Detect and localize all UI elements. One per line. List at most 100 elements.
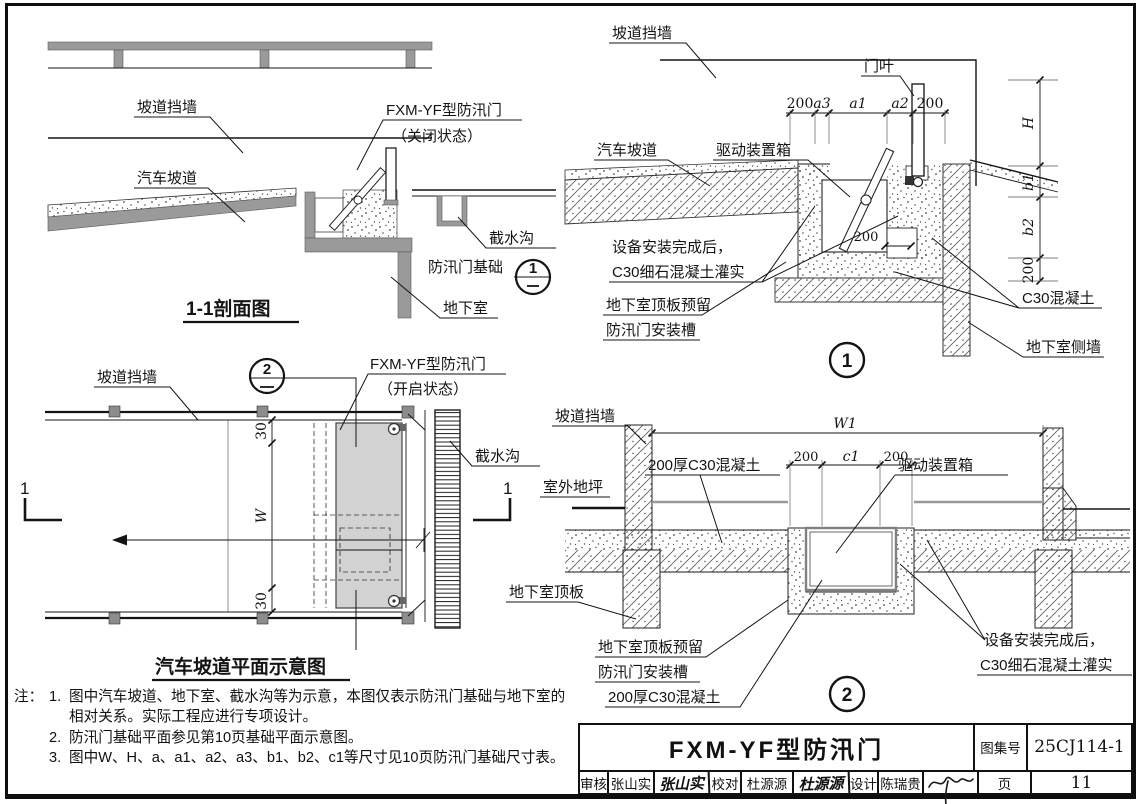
closed-gate-leaf (385, 147, 397, 203)
section-1-1-drawing: 坡道挡墙 汽车坡道 FXM-YF型防汛门 （关闭状态） 截水沟 防汛门基础 1 … (47, 41, 556, 324)
section-mark-right: 1 (503, 479, 512, 498)
detail-1-geometry (564, 59, 1059, 357)
note-number: 2. (49, 729, 62, 746)
proofreader-name: 杜源源 (742, 771, 794, 795)
detail-1-dimensions: 200 a3 a1 a2 200 H b1 b2 200 200 (785, 75, 1058, 286)
section-labels: 坡道挡墙 汽车坡道 FXM-YF型防汛门 （关闭状态） 截水沟 防汛门基础 1 … (134, 99, 556, 324)
basement-wall (397, 251, 412, 319)
label-gate-2: （开启状态） (378, 381, 468, 398)
dim-right-200: 200 (1021, 257, 1037, 284)
dim-top-a1: a1 (849, 96, 866, 112)
plan-geometry (45, 405, 461, 629)
leader-car-ramp (134, 187, 246, 223)
direction-arrow (112, 534, 127, 546)
label-fill-1: 设备安装完成后， (984, 632, 1104, 649)
dim-right-b1: b1 (1021, 173, 1037, 191)
label-gate-2: （关闭状态） (392, 128, 482, 145)
title-block-row-1: FXM-YF型防汛门 图集号 25CJ114-1 (580, 725, 1131, 772)
section-title: 1-1剖面图 (186, 297, 270, 320)
label-fill-2: C30细石混凝土灌实 (980, 657, 1113, 674)
leader-basement (390, 276, 498, 319)
title-block-row-2: 审核 张山实 张山实 校对 杜源源 杜源源 设计 陈瑞贵 页 11 (580, 770, 1131, 804)
detail-ref-number: 1 (529, 260, 537, 277)
proofreader-signature: 杜源源 (793, 770, 851, 796)
label-slot-2: 防汛门安装槽 (606, 322, 696, 339)
label-drive-box: 驱动装置箱 (898, 457, 973, 474)
dim-right-H: H (1021, 116, 1037, 130)
label-roof-slab: 地下室顶板 (509, 583, 584, 601)
right-pier (1034, 549, 1073, 629)
title-block: FXM-YF型防汛门 图集号 25CJ114-1 审核 张山实 张山实 校对 杜… (578, 723, 1133, 804)
plan-dimensions: 30 W 30 (254, 415, 277, 617)
reviewer-signature: 张山实 (654, 770, 711, 796)
label-gate-1: FXM-YF型防汛门 (370, 356, 486, 373)
detail-1-bubble (828, 341, 866, 379)
label-ramp-wall: 坡道挡墙 (555, 408, 615, 425)
label-car-ramp: 汽车坡道 (137, 170, 197, 187)
door-leaf (911, 83, 925, 177)
label-fill-2: C30细石混凝土灌实 (612, 264, 745, 281)
label-ditch: 截水沟 (489, 230, 534, 247)
label-door-leaf: 门叶 (864, 58, 894, 75)
basement-side-wall (942, 163, 971, 357)
page-number: 11 (1070, 773, 1093, 793)
note-number: 3. (49, 750, 62, 767)
detail-2-bubble (828, 675, 866, 713)
basement-roof-slab (774, 277, 944, 303)
dim-inner-200: 200 (854, 230, 879, 245)
plan-drawing: 30 W 30 坡道挡墙 2 FXM-YF型防汛门 （开启状态） 截水沟 1 1… (20, 356, 540, 682)
leader-ditch (457, 216, 556, 249)
label-slot-1: 地下室顶板预留 (598, 638, 703, 656)
note-item: 2. 防汛门基础平面参见第10页基础平面示意图。 (49, 728, 568, 748)
detail-2-number: 2 (842, 685, 853, 706)
label-gate-1: FXM-YF型防汛门 (386, 102, 502, 119)
leader-gate (356, 119, 522, 171)
detail-1-drawing: 200 a3 a1 a2 200 H b1 b2 200 200 (564, 25, 1104, 379)
dim-c1: c1 (843, 449, 860, 465)
page-label: 页 (979, 771, 1032, 795)
section-mark-left-bracket (23, 498, 62, 522)
detail-2-dimensions: W1 200 c1 200 (647, 416, 1048, 526)
label-ramp-wall: 坡道挡墙 (137, 99, 197, 116)
label-c30: C30混凝土 (1022, 290, 1095, 307)
dim-W: W (254, 507, 270, 523)
atlas-number: 25CJ114-1 (1034, 737, 1125, 758)
plan-labels: 坡道挡墙 2 FXM-YF型防汛门 （开启状态） 截水沟 1 1 汽车坡道平面示… (20, 356, 540, 682)
drive-box (804, 526, 898, 592)
dim-top-200r: 200 (917, 96, 944, 112)
label-basement: 地下室 (443, 300, 488, 317)
designer-signature-scribble (927, 776, 974, 804)
open-gate-leaf (335, 422, 403, 609)
label-ramp-wall: 坡道挡墙 (612, 25, 672, 42)
label-outdoor-ground: 室外地坪 (543, 479, 603, 496)
dim-top-a3: a3 (813, 96, 830, 112)
ramp-wall-beam (47, 41, 433, 51)
note-text: 图中汽车坡道、地下室、截水沟等为示意，本图仅表示防汛门基础与地下室的相对关系。实… (69, 689, 566, 726)
notes-list: 1. 图中汽车坡道、地下室、截水沟等为示意，本图仅表示防汛门基础与地下室的相对关… (49, 687, 568, 769)
section-mark-right-bracket (473, 498, 512, 522)
dim-right-b2: b2 (1021, 218, 1037, 236)
detail-1-number: 1 (842, 351, 853, 372)
label-base-concrete: 200厚C30混凝土 (608, 689, 721, 706)
note-number: 1. (49, 689, 62, 705)
dim-200-right: 200 (884, 450, 909, 465)
atlas-number-label: 图集号 (975, 725, 1028, 770)
design-label: 设计 (850, 771, 879, 795)
dim-200-left: 200 (794, 450, 819, 465)
label-slot-1: 地下室顶板预留 (606, 296, 711, 314)
detail-1-labels: 坡道挡墙 门叶 汽车坡道 驱动装置箱 设备安装完成后， C30细石混凝土灌实 地… (594, 25, 1104, 379)
section-geometry (47, 41, 556, 319)
sheet-title: FXM-YF型防汛门 (580, 725, 975, 770)
dim-30-bottom: 30 (254, 592, 270, 610)
dim-W1: W1 (833, 416, 856, 432)
detail-2-geometry (565, 424, 1130, 629)
designer-signature-cell (924, 771, 979, 804)
left-pier (622, 549, 661, 629)
notes-block: 注： 1. 图中汽车坡道、地下室、截水沟等为示意，本图仅表示防汛门基础与地下室的… (14, 687, 568, 769)
detail-ref-number: 2 (263, 361, 271, 378)
label-slot-2: 防汛门安装槽 (598, 664, 688, 681)
note-text: 图中W、H、a、a1、a2、a3、b1、b2、c1等尺寸见10页防汛门基础尺寸表… (69, 750, 565, 767)
label-ditch: 截水沟 (475, 448, 520, 465)
left-ramp-wall (624, 424, 653, 551)
